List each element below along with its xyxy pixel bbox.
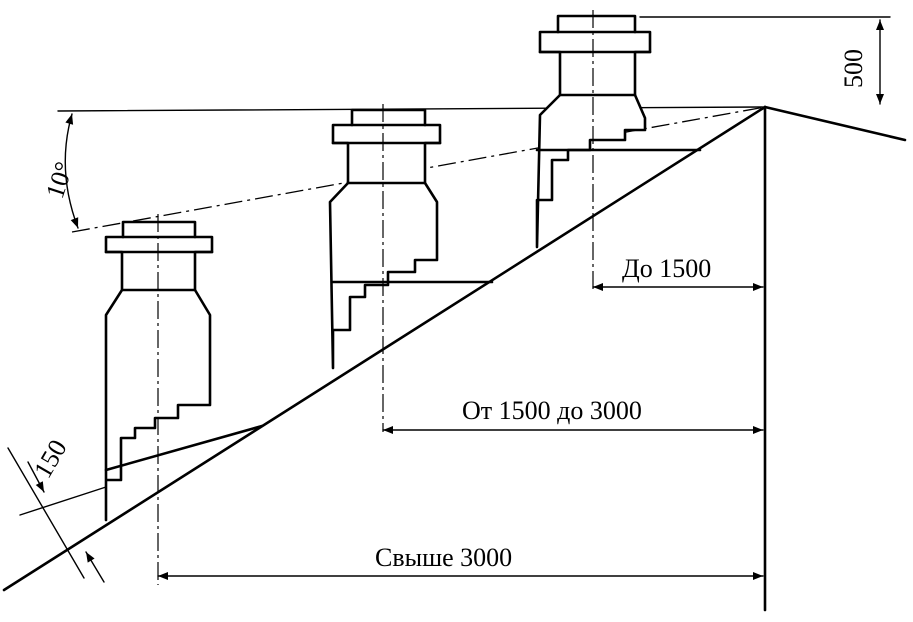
height-label: 500 [839, 49, 868, 88]
mid-distance-label: От 1500 до 3000 [462, 396, 642, 425]
far-distance-dimension: Свыше 3000 [157, 543, 764, 580]
angle-dimension: 10° [40, 113, 79, 229]
roof-other-slope-line [763, 105, 907, 142]
near-distance-dimension: До 1500 [592, 254, 764, 291]
chimney-near-ridge [535, 10, 702, 292]
height-dimension: 500 [839, 19, 884, 105]
chimney-lower [104, 214, 264, 585]
roof-slope-line [2, 105, 767, 592]
thickness-dimension: 150 [7, 435, 107, 583]
angle-label: 10° [40, 158, 79, 202]
chimney-middle [328, 104, 494, 432]
near-distance-label: До 1500 [622, 254, 711, 283]
far-distance-label: Свыше 3000 [375, 543, 512, 572]
roof [2, 105, 907, 612]
mid-distance-dimension: От 1500 до 3000 [382, 396, 764, 434]
